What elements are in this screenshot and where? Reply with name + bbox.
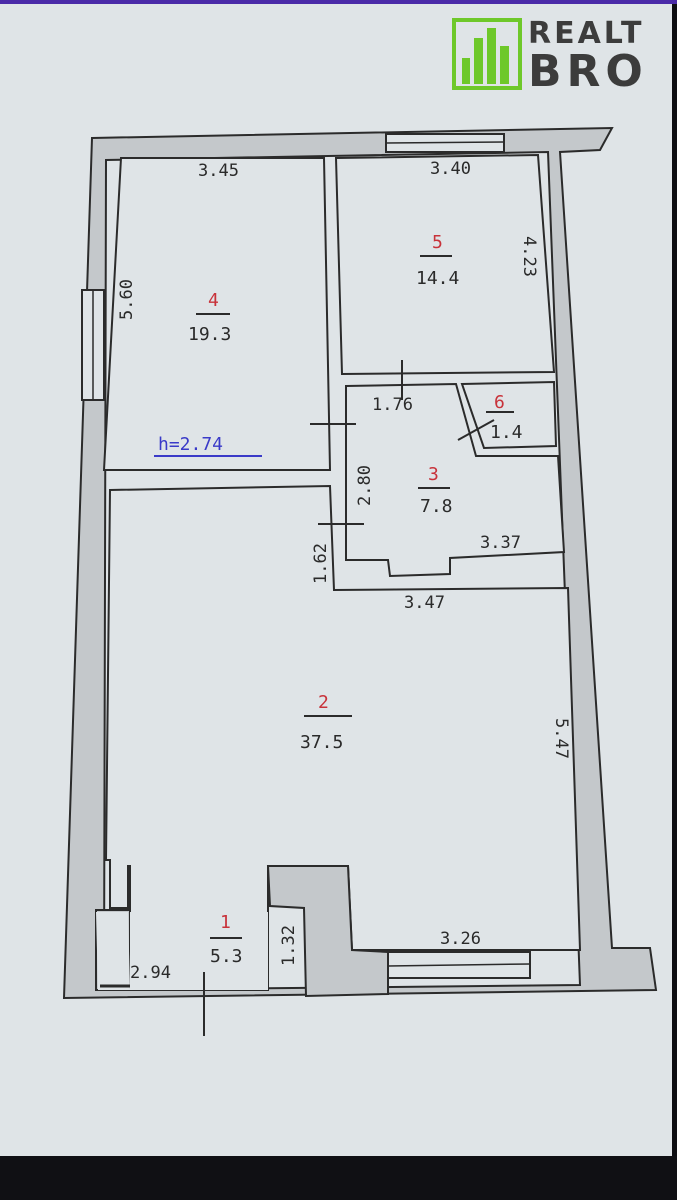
dim-room3-height: 2.80: [355, 465, 375, 506]
room-6-area: 1.4: [490, 422, 523, 443]
dim-room4-height: 5.60: [117, 279, 137, 320]
dim-entry-offset: 1.62: [311, 543, 331, 584]
room-2-number: 2: [318, 692, 329, 713]
room-3-number: 3: [428, 464, 439, 485]
room-3-area: 7.8: [420, 496, 453, 517]
dim-room5-height: 4.23: [519, 236, 539, 277]
room-1-area: [130, 912, 268, 990]
dim-room5-width: 3.40: [430, 159, 471, 179]
room-5-area: 14.4: [416, 268, 459, 289]
room-4-number: 4: [208, 290, 219, 311]
dim-room2-width-bottom: 3.26: [440, 929, 481, 949]
room-5-number: 5: [432, 232, 443, 253]
room-1-number: 1: [220, 912, 231, 933]
door-mark-room6: [457, 419, 495, 441]
dim-room4-width: 3.45: [198, 161, 239, 181]
outer-walls: [62, 126, 658, 1000]
logo-text-realt: REALT: [528, 16, 645, 51]
dim-room1-width: 2.94: [130, 963, 171, 983]
room-6-number: 6: [494, 392, 505, 413]
logo-text-bro: BRO: [528, 46, 648, 97]
room-2-area: 37.5: [300, 732, 343, 753]
buildings-logo-icon: [452, 18, 522, 90]
room-3-outline: [345, 382, 566, 578]
entry-niche: [266, 865, 389, 998]
dim-room2-width-top: 3.47: [404, 593, 445, 613]
dim-room3-width: 3.37: [480, 533, 521, 553]
top-frame-bar: [0, 0, 677, 4]
room-5-outline: [334, 153, 556, 376]
dim-room1-height: 1.32: [279, 925, 299, 966]
room-6-outline: [460, 380, 558, 450]
realtbro-logo: REALT BRO: [452, 14, 662, 97]
dim-corridor-width: 1.76: [372, 395, 413, 415]
room-1-area-label: 5.3: [210, 946, 243, 967]
dim-room2-height: 5.47: [551, 718, 571, 759]
bottom-frame-bar: [0, 1156, 677, 1200]
ceiling-height-note: h=2.74: [158, 434, 223, 455]
room-4-area: 19.3: [188, 324, 231, 345]
room-1-floor: [96, 912, 130, 990]
